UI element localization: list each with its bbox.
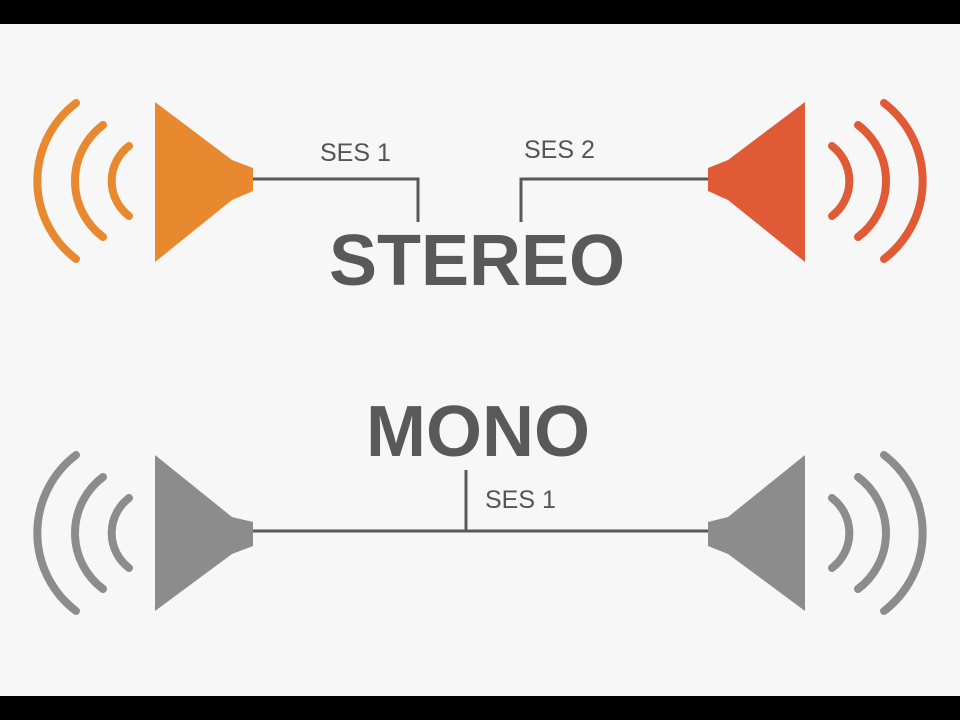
stereo-title: STEREO <box>329 221 625 301</box>
mono-left-wave-large <box>33 451 80 615</box>
stereo-right-channel-label: SES 2 <box>524 136 595 164</box>
stereo-right-speaker-icon <box>708 99 927 263</box>
stereo-left-connector <box>253 177 420 222</box>
mono-right-speaker-body <box>708 455 805 611</box>
mono-right-wave-small <box>828 494 854 572</box>
stereo-left-wave-small <box>107 142 133 220</box>
stereo-right-wave-medium <box>854 121 890 241</box>
mono-right-speaker-icon <box>708 451 927 615</box>
stereo-right-wave-large <box>880 99 927 263</box>
stereo-left-wave-large <box>33 99 80 263</box>
stereo-left-wave-medium <box>71 121 107 241</box>
mono-title: MONO <box>366 392 590 472</box>
mono-channel-label: SES 1 <box>485 486 556 514</box>
mono-left-wave-medium <box>71 473 107 593</box>
stereo-left-speaker-icon <box>33 99 253 263</box>
stereo-right-wave-small <box>828 142 854 220</box>
stereo-right-connector <box>519 177 708 222</box>
mono-right-wave-large <box>880 451 927 615</box>
mono-right-wave-medium <box>854 473 890 593</box>
stereo-section: SES 1 SES 2 STEREO <box>33 99 927 301</box>
mono-left-speaker-icon <box>33 451 253 615</box>
mono-section: MONO SES 1 <box>33 392 927 615</box>
stereo-left-speaker-body <box>155 102 253 262</box>
stereo-left-channel-label: SES 1 <box>320 139 391 167</box>
stereo-right-speaker-body <box>708 102 805 262</box>
mono-left-speaker-body <box>155 455 253 611</box>
mono-left-wave-small <box>107 494 133 572</box>
